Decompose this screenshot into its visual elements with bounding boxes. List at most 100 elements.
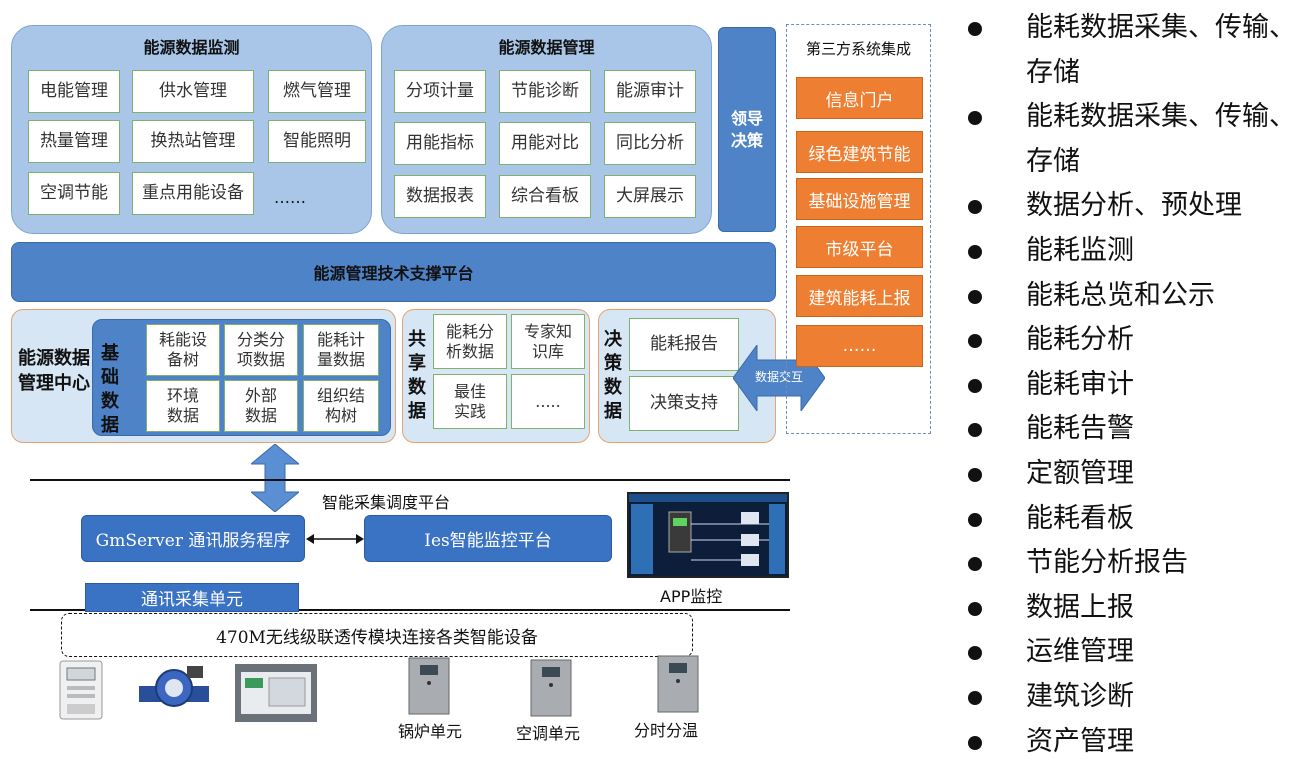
feature-item: 能耗数据采集、传输、存储 <box>968 95 1296 184</box>
third-party-item[interactable]: 绿色建筑节能 <box>796 131 923 173</box>
monitoring-item[interactable]: 空调节能 <box>28 172 120 215</box>
gmserver-label: GmServer 通讯服务程序 <box>95 531 291 551</box>
bullet-dot-icon <box>968 690 982 705</box>
third-party-panel <box>786 24 931 434</box>
third-party-item[interactable]: 信息门户 <box>796 77 923 119</box>
comm-unit-label: 通讯采集单元 <box>141 590 243 610</box>
feature-item: 能耗审计 <box>968 363 1307 408</box>
monitoring-title: 能源数据监测 <box>143 38 240 57</box>
basic-data-item[interactable]: 分类分项数据 <box>224 324 298 376</box>
basic-data-item[interactable]: 能耗计量数据 <box>303 324 379 376</box>
leader-decision[interactable]: 领导决策 <box>718 27 776 232</box>
connector-arrow <box>306 534 364 544</box>
management-item[interactable]: 分项计量 <box>394 70 486 113</box>
monitoring-item[interactable]: 供水管理 <box>132 70 254 113</box>
basic-data-group: 基础数据 耗能设备树 分类分项数据 能耗计量数据 环境数据 外部数据 组织结构树 <box>92 319 391 436</box>
bullet-dot-icon <box>968 244 982 259</box>
management-item[interactable]: 综合看板 <box>499 175 591 218</box>
management-title: 能源数据管理 <box>498 38 595 57</box>
feature-item: 数据上报 <box>968 586 1307 631</box>
temp-cabinet-icon <box>657 655 699 713</box>
basic-data-item[interactable]: 组织结构树 <box>303 380 379 432</box>
third-party-title: 第三方系统集成 <box>805 40 911 58</box>
ies-box[interactable]: Ies智能监控平台 <box>364 515 612 562</box>
boiler-unit-label: 锅炉单元 <box>398 722 463 741</box>
bullet-dot-icon <box>968 646 982 661</box>
comm-unit-box[interactable]: 通讯采集单元 <box>85 583 299 612</box>
data-center-panel: 能源数据管理中心 基础数据 耗能设备树 分类分项数据 能耗计量数据 环境数据 外… <box>11 309 396 443</box>
ac-unit-label: 空调单元 <box>516 724 581 743</box>
management-item[interactable]: 用能对比 <box>499 122 591 165</box>
decision-data-item[interactable]: 能耗报告 <box>629 318 739 371</box>
monitoring-item[interactable]: 智能照明 <box>268 120 366 163</box>
management-item[interactable]: 用能指标 <box>394 122 486 165</box>
monitoring-item[interactable]: 燃气管理 <box>268 70 366 113</box>
wireless-module-label: 470M无线级联透传模块连接各类智能设备 <box>216 627 538 648</box>
bullet-dot-icon <box>968 111 982 126</box>
support-platform-label: 能源管理技术支撑平台 <box>313 264 474 283</box>
monitoring-item[interactable]: 热量管理 <box>28 120 120 163</box>
decision-data-panel: 决策数据 能耗报告 决策支持 <box>598 309 776 443</box>
management-item[interactable]: 能源审计 <box>604 70 696 113</box>
third-party-item[interactable]: 建筑能耗上报 <box>796 275 923 317</box>
feature-item: 定额管理 <box>968 452 1307 497</box>
management-item[interactable]: 大屏展示 <box>604 175 696 218</box>
decision-data-item[interactable]: 决策支持 <box>629 376 739 431</box>
feature-item: 能耗告警 <box>968 407 1307 452</box>
app-monitor-screen[interactable] <box>627 492 789 578</box>
leader-decision-label: 领导决策 <box>730 108 763 150</box>
management-item[interactable]: 数据报表 <box>394 175 486 218</box>
basic-data-item[interactable]: 耗能设备树 <box>146 324 220 376</box>
electric-meter-icon <box>59 660 103 720</box>
gateway-device-icon <box>235 664 317 722</box>
management-item[interactable]: 节能诊断 <box>499 70 591 113</box>
shared-data-item[interactable]: 最佳实践 <box>433 374 507 429</box>
decision-data-label: 决策数据 <box>604 329 622 422</box>
bullet-dot-icon <box>968 423 982 438</box>
data-center-label: 能源数据管理中心 <box>18 348 90 394</box>
management-item[interactable]: 同比分析 <box>604 122 696 165</box>
shared-data-item[interactable]: ..... <box>511 374 585 429</box>
water-meter-icon <box>139 666 209 707</box>
divider-line-bottom <box>30 609 790 611</box>
third-party-item[interactable]: …… <box>796 325 923 367</box>
bullet-dot-icon <box>968 289 982 304</box>
feature-item: 数据分析、预处理 <box>968 184 1307 229</box>
collection-platform-label: 智能采集调度平台 <box>322 493 451 512</box>
monitoring-item[interactable]: 重点用能设备 <box>132 172 254 215</box>
bullet-dot-icon <box>968 200 982 215</box>
bullet-dot-icon <box>968 378 982 393</box>
bullet-dot-icon <box>968 557 982 572</box>
feature-item: 能耗数据采集、传输、存储 <box>968 6 1296 95</box>
support-platform-bar[interactable]: 能源管理技术支撑平台 <box>11 242 776 302</box>
third-party-item[interactable]: 市级平台 <box>796 226 923 268</box>
feature-item: 节能分析报告 <box>968 541 1307 586</box>
ies-label: Ies智能监控平台 <box>424 531 552 551</box>
bullet-dot-icon <box>968 467 982 482</box>
monitoring-item[interactable]: 换热站管理 <box>132 120 254 163</box>
ac-cabinet-icon <box>530 659 572 717</box>
bullet-dot-icon <box>968 334 982 349</box>
app-screen-graphic <box>629 494 787 574</box>
shared-data-item[interactable]: 专家知识库 <box>511 314 585 369</box>
feature-item: 运维管理 <box>968 630 1307 675</box>
third-party-item[interactable]: 基础设施管理 <box>796 178 923 220</box>
basic-data-label: 基础数据 <box>101 343 119 436</box>
feature-item: 能耗分析 <box>968 318 1307 363</box>
data-exchange-label: 数据交互 <box>754 370 803 384</box>
basic-data-item[interactable]: 环境数据 <box>146 380 220 432</box>
monitoring-item[interactable]: 电能管理 <box>28 70 120 113</box>
shared-data-label: 共享数据 <box>408 329 426 422</box>
bullet-dot-icon <box>968 601 982 616</box>
feature-list: 能耗数据采集、传输、存储 能耗数据采集、传输、存储 数据分析、预处理 能耗监测 … <box>968 6 1307 764</box>
temp-unit-label: 分时分温 <box>634 721 699 740</box>
app-monitor-label: APP监控 <box>660 587 723 606</box>
basic-data-item[interactable]: 外部数据 <box>224 380 298 432</box>
feature-item: 资产管理 <box>968 720 1307 765</box>
shared-data-item[interactable]: 能耗分析数据 <box>433 314 507 369</box>
shared-data-panel: 共享数据 能耗分析数据 专家知识库 最佳实践 ..... <box>402 309 590 443</box>
feature-item: 能耗看板 <box>968 497 1307 542</box>
gmserver-box[interactable]: GmServer 通讯服务程序 <box>81 515 305 562</box>
divider-line-top <box>30 479 790 481</box>
vertical-double-arrow <box>251 444 299 512</box>
